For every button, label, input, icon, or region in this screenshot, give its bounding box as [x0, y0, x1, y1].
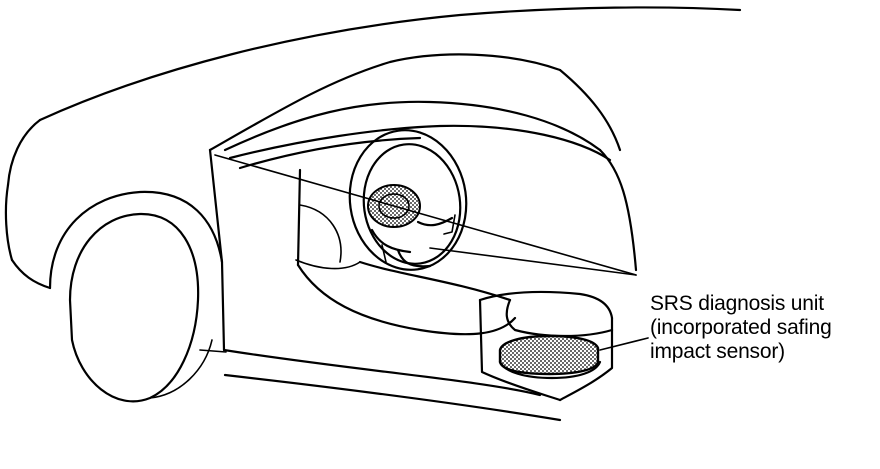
- srs-unit-label: SRS diagnosis unit (incorporated safing …: [650, 292, 832, 364]
- sill-line: [223, 373, 562, 422]
- srs-diagnosis-unit-icon: [498, 334, 600, 376]
- roof-line: [38, 6, 742, 122]
- windshield-frame: [223, 100, 602, 152]
- wheel-arch: [48, 190, 224, 290]
- center-console: [478, 290, 614, 320]
- section-line-upper: [214, 154, 637, 276]
- front-tire: [68, 212, 200, 403]
- callout-line-1: SRS diagnosis unit: [650, 292, 824, 315]
- callout-line-3: impact sensor): [650, 340, 785, 363]
- door-pillar: [208, 148, 226, 352]
- section-line-lower: [429, 247, 637, 276]
- hood-line: [6, 118, 42, 187]
- steering-wheel-rim: [348, 129, 468, 271]
- dashboard-top: [228, 124, 612, 162]
- a-pillar: [208, 53, 562, 152]
- lower-dash: [296, 263, 517, 336]
- callout-line-2: (incorporated safing: [650, 316, 832, 339]
- callout-leader-line: [599, 337, 649, 351]
- front-fender: [4, 183, 14, 262]
